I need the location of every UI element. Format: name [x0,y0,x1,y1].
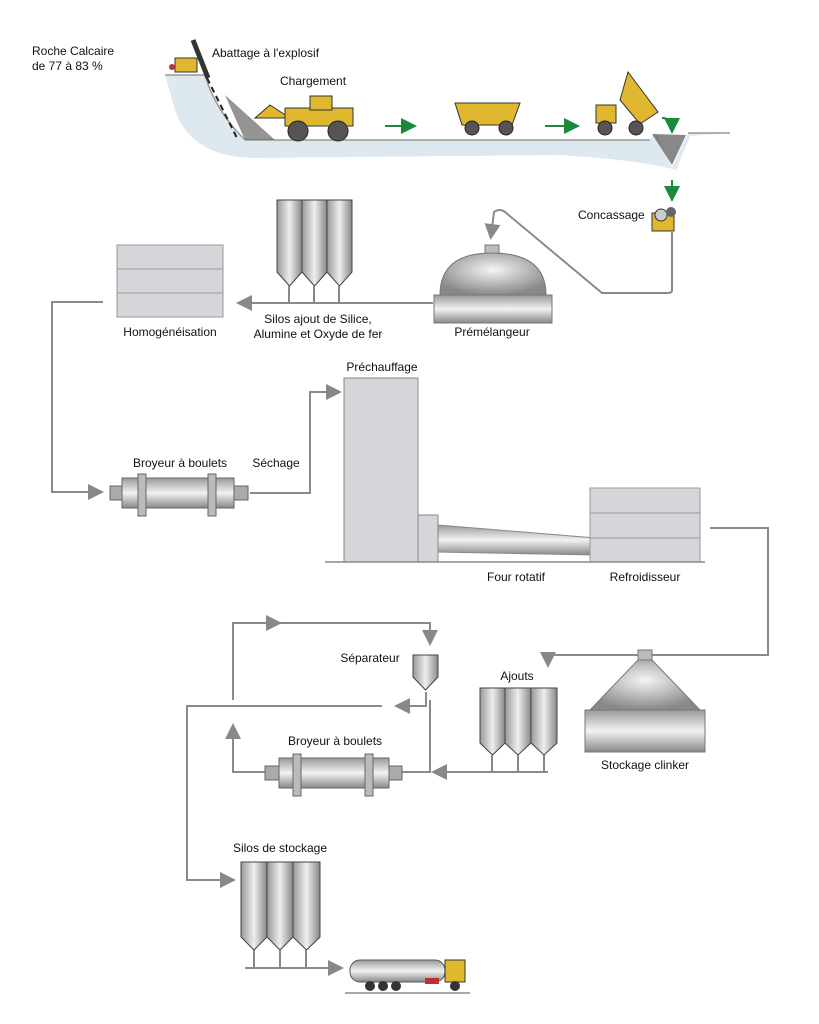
label-broyeur-2: Broyeur à boulets [287,734,383,748]
rotary-kiln [437,524,596,556]
label-ajouts: Ajouts [500,669,534,683]
preheater-tower [343,377,439,563]
ball-mill-1 [109,473,249,517]
ball-mill-2 [264,753,403,797]
label-four-rotatif: Four rotatif [486,570,546,584]
label-roche: Roche Calcaire [32,44,115,58]
label-chargement: Chargement [280,74,347,88]
clinker-cooler [589,487,701,563]
flow-lines [51,209,769,976]
separator [412,654,439,691]
label-silos-ajout-2: Alumine et Oxyde de fer [253,327,383,341]
label-separateur: Séparateur [340,651,400,665]
label-silos-ajout-1: Silos ajout de Silice, [264,312,372,326]
ajouts-silos [479,687,558,772]
label-stockage-clinker: Stockage clinker [600,758,690,772]
haul-truck-icon [454,102,521,136]
homogenisation-unit [116,244,224,318]
wheel-loader-icon [253,95,354,142]
storage-silos [240,861,321,968]
label-prechauffage: Préchauffage [346,360,418,374]
label-sechage: Séchage [252,456,300,470]
flow-arrows-green [385,117,680,202]
label-homogeneisation: Homogénéisation [123,325,217,339]
additive-silos [276,199,353,303]
label-broyeur-1: Broyeur à boulets [132,456,228,470]
drill-rig-icon [169,39,211,79]
label-silos-stockage: Silos de stockage [232,841,328,855]
clinker-storage [584,649,706,753]
label-refroidisseur: Refroidisseur [609,570,681,584]
label-roche-pct: de 77 à 83 % [32,59,103,73]
crusher-icon [651,207,676,232]
premelangeur-dome [433,244,553,324]
quarry [165,74,730,170]
label-abattage: Abattage à l'explosif [212,46,320,60]
label-premelangeur: Prémélangeur [454,325,530,339]
tanker-truck-icon [345,959,470,994]
label-concassage: Concassage [578,208,645,222]
dump-truck-icon [595,70,659,136]
